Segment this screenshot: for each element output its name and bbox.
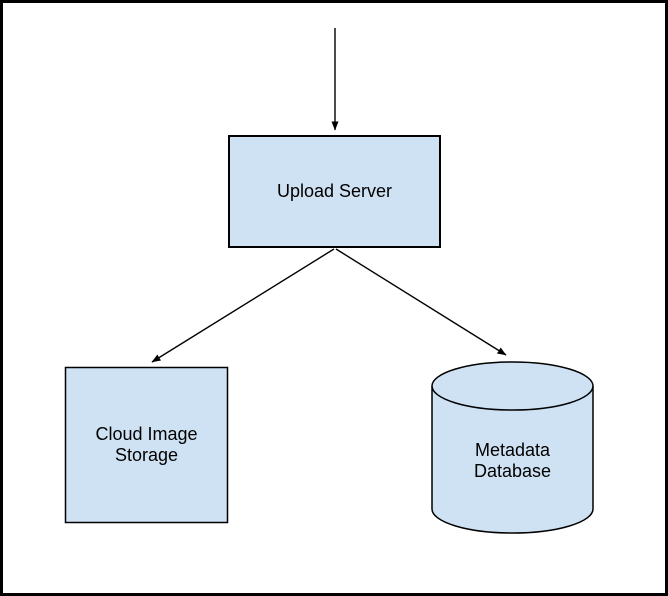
cloud-image-storage-label: Cloud Image Storage bbox=[95, 424, 198, 465]
edge-server-to-database-arrow bbox=[335, 248, 507, 356]
cylinder-top bbox=[431, 361, 594, 411]
cylinder-body bbox=[431, 386, 594, 534]
upload-server-label: Upload Server bbox=[276, 181, 393, 201]
upload-server-box bbox=[228, 135, 441, 248]
metadata-database-cylinder bbox=[431, 361, 594, 534]
metadata-database-label: Metadata Database bbox=[473, 440, 552, 481]
cloud-image-storage-box bbox=[64, 366, 229, 524]
edge-server-to-storage-arrow bbox=[151, 248, 335, 363]
